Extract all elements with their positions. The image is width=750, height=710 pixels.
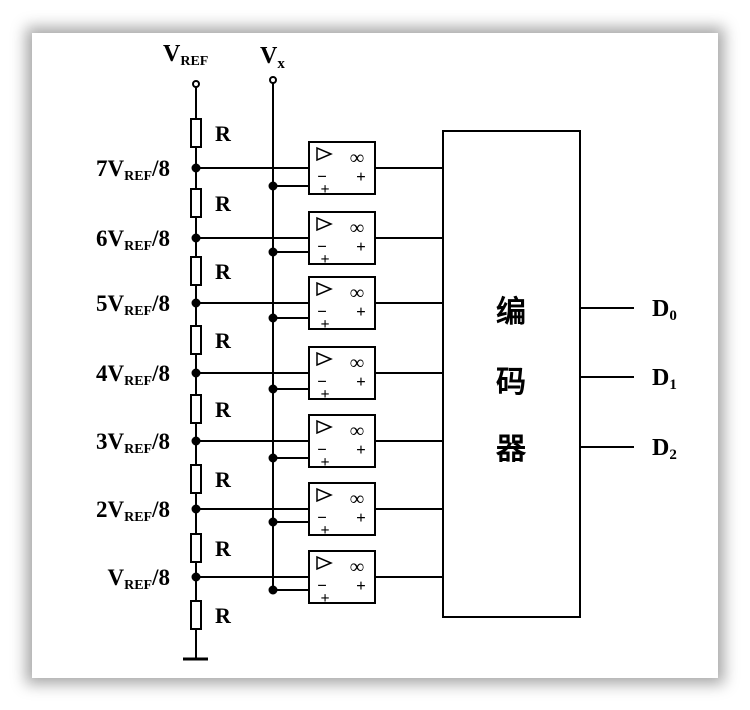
output-label-d2: D2: [652, 435, 677, 463]
plus-sign-lower: +: [320, 454, 329, 471]
resistor-3: [190, 464, 202, 494]
vx-junction-dot: [268, 585, 278, 595]
vx-junction-dot: [268, 181, 278, 191]
minus-sign: −: [317, 508, 327, 527]
resistor-label-2: R: [215, 536, 232, 561]
infinity-icon: ∞: [350, 556, 364, 578]
plus-sign-lower: +: [320, 590, 329, 607]
vref-terminal: [192, 80, 200, 88]
triangle-icon: [316, 351, 333, 367]
tap-label-1: VREF/8: [107, 565, 170, 593]
comparator-box: [308, 211, 376, 265]
plus-sign: +: [356, 302, 366, 321]
encoder-char-2: 码: [496, 365, 526, 400]
vx-junction-dot: [268, 384, 278, 394]
plus-sign: +: [356, 237, 366, 256]
resistor-6: [190, 256, 202, 286]
minus-sign: −: [317, 372, 327, 391]
comparator-6: ∞−++: [191, 211, 443, 268]
plus-sign: +: [356, 167, 366, 186]
minus-sign: −: [317, 576, 327, 595]
tap-label-3: 3VREF/8: [96, 429, 170, 457]
tap-label-6: 6VREF/8: [96, 226, 170, 254]
plus-sign-lower: +: [320, 316, 329, 333]
tap-label-2: 2VREF/8: [96, 497, 170, 525]
resistor-8: [190, 118, 202, 148]
resistor-label-1: R: [215, 603, 232, 628]
comparator-3: ∞−++: [191, 414, 443, 471]
resistor-7: [190, 188, 202, 218]
resistor-5: [190, 325, 202, 355]
infinity-icon: ∞: [350, 147, 364, 169]
resistor-4: [190, 394, 202, 424]
vx-junction-dot: [268, 313, 278, 323]
vx-junction-dot: [268, 517, 278, 527]
comparator-1: ∞−++: [191, 550, 443, 607]
triangle-icon: [316, 281, 333, 297]
resistor-label-8: R: [215, 121, 232, 146]
vx-junction-dot: [268, 247, 278, 257]
resistor-2: [190, 533, 202, 563]
resistor-1: [190, 600, 202, 630]
resistor-label-6: R: [215, 259, 232, 284]
plus-sign-lower: +: [320, 522, 329, 539]
tap-label-4: 4VREF/8: [96, 361, 170, 389]
output-label-d1: D1: [652, 365, 677, 393]
comparator-box: [308, 414, 376, 468]
resistor-label-4: R: [215, 397, 232, 422]
comparator-7: ∞−++: [191, 141, 443, 198]
triangle-icon: [316, 146, 333, 162]
comparator-5: ∞−++: [191, 276, 443, 333]
triangle-icon: [316, 216, 333, 232]
plus-sign: +: [356, 576, 366, 595]
infinity-icon: ∞: [350, 217, 364, 239]
minus-sign: −: [317, 237, 327, 256]
plus-sign-lower: +: [320, 181, 329, 198]
plus-sign-lower: +: [320, 386, 329, 403]
infinity-icon: ∞: [350, 282, 364, 304]
plus-sign: +: [356, 508, 366, 527]
comparator-4: ∞−++: [191, 346, 443, 403]
triangle-icon: [316, 555, 333, 571]
infinity-icon: ∞: [350, 352, 364, 374]
comparator-2: ∞−++: [191, 482, 443, 539]
plus-sign-lower: +: [320, 251, 329, 268]
triangle-icon: [316, 487, 333, 503]
resistor-label-7: R: [215, 191, 232, 216]
comparator-box: [308, 276, 376, 330]
encoder-char-1: 编: [496, 295, 526, 330]
resistor-label-5: R: [215, 328, 232, 353]
tap-label-7: 7VREF/8: [96, 156, 170, 184]
output-label-d0: D0: [652, 296, 677, 324]
comparator-box: [308, 346, 376, 400]
comparator-box: [308, 550, 376, 604]
infinity-icon: ∞: [350, 420, 364, 442]
comparator-box: [308, 141, 376, 195]
infinity-icon: ∞: [350, 488, 364, 510]
minus-sign: −: [317, 167, 327, 186]
vx-terminal: [269, 76, 277, 84]
vx-junction-dot: [268, 453, 278, 463]
triangle-icon: [316, 419, 333, 435]
minus-sign: −: [317, 302, 327, 321]
encoder-char-3: 器: [495, 432, 527, 467]
comparator-array: ∞−++∞−++∞−++∞−++∞−++∞−++∞−++: [191, 141, 443, 607]
plus-sign: +: [356, 440, 366, 459]
tap-label-5: 5VREF/8: [96, 291, 170, 319]
resistor-label-3: R: [215, 467, 232, 492]
vref-label: VREF: [163, 41, 208, 69]
vx-label: Vx: [260, 43, 285, 72]
plus-sign: +: [356, 372, 366, 391]
comparator-box: [308, 482, 376, 536]
minus-sign: −: [317, 440, 327, 459]
